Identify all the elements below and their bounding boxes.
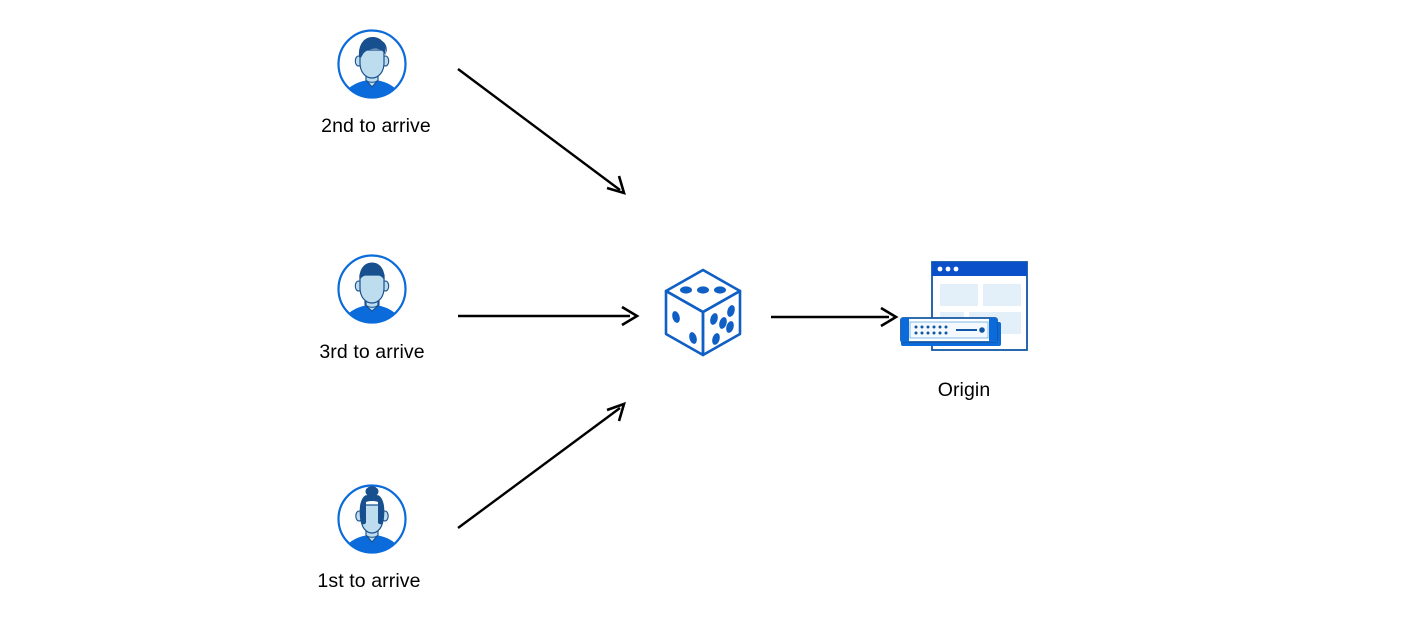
dice-pips-left (672, 311, 697, 344)
arrow-2nd-to-dice (457, 68, 626, 195)
router-indicator-dot-icon (979, 327, 985, 333)
node-randomizer[interactable] (660, 265, 746, 361)
arrow-3rd-to-dice (458, 305, 640, 327)
user-avatar-icon (337, 254, 407, 324)
node-label-visitor-2nd: 2nd to arrive (321, 115, 431, 137)
node-visitor-1st[interactable] (336, 483, 408, 555)
dice-cube-icon (664, 268, 742, 357)
user-avatar-icon (337, 29, 407, 99)
node-visitor-3rd[interactable] (336, 253, 408, 325)
browser-window-and-router-icon (900, 261, 1028, 351)
dice-pips-top (680, 286, 726, 294)
node-origin-server[interactable] (893, 256, 1033, 366)
arrow-dice-to-origin (771, 306, 899, 328)
node-label-visitor-1st: 1st to arrive (317, 570, 421, 592)
node-label-origin: Origin (937, 379, 991, 401)
router-port-dots-icon (914, 325, 948, 335)
node-label-visitor-3rd: 3rd to arrive (319, 341, 425, 363)
node-visitor-2nd[interactable] (336, 28, 408, 100)
user-avatar-icon (337, 484, 407, 554)
router-device-icon (900, 317, 1001, 346)
titlebar-dots-icon (937, 266, 959, 272)
arrow-1st-to-dice (457, 401, 626, 529)
dice-pips-right (710, 305, 735, 345)
